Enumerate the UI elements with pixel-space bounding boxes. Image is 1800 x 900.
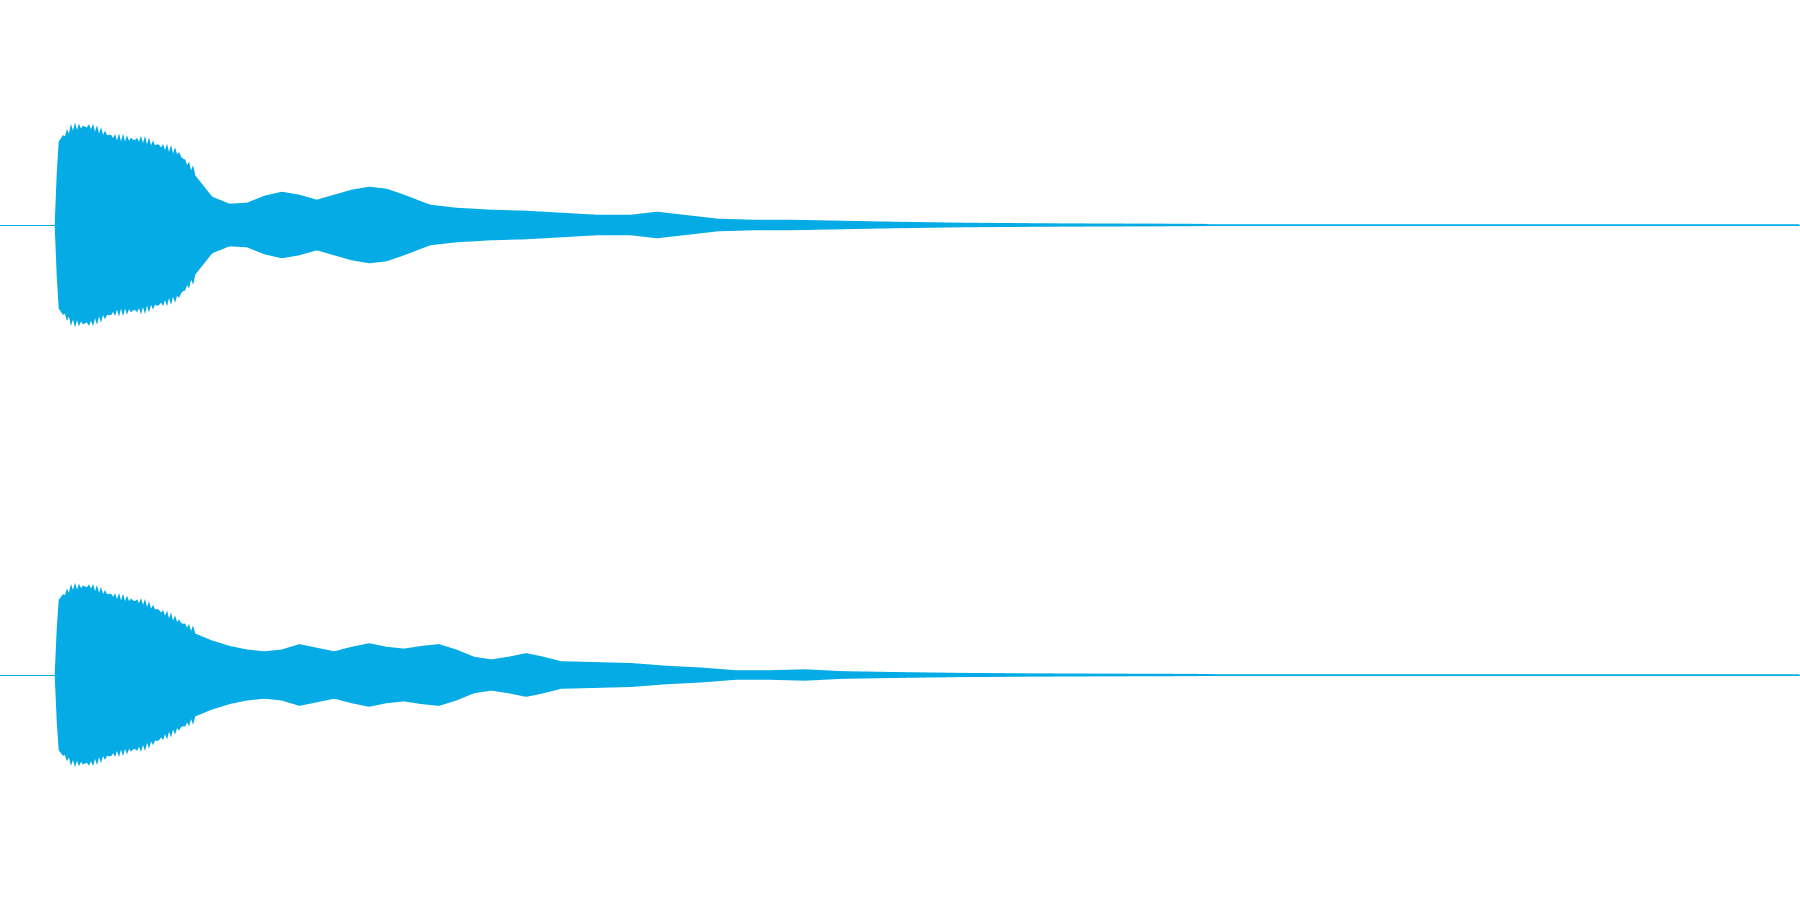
channel-1-waveform <box>54 122 1800 328</box>
channel-2-waveform <box>54 582 1800 768</box>
channel-2-track[interactable] <box>0 582 1800 768</box>
channel-1-track[interactable] <box>0 122 1800 328</box>
